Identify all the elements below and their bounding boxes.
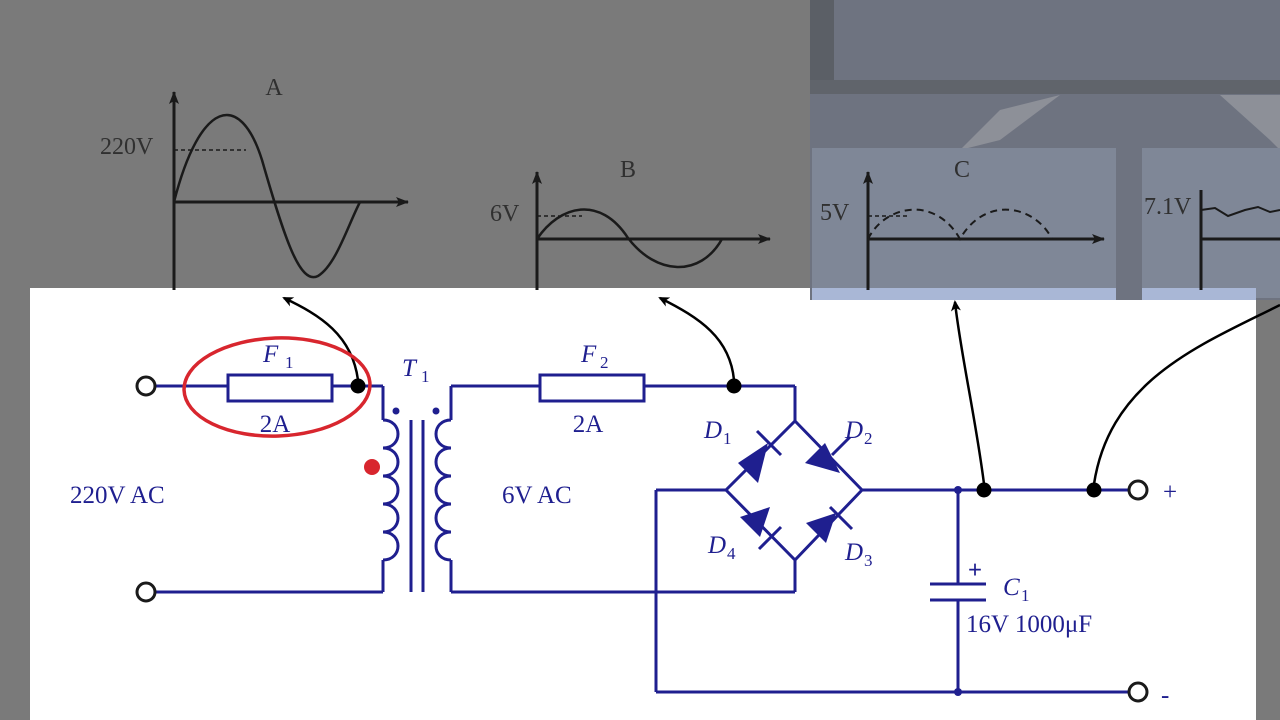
waveform-b-title: B bbox=[620, 157, 636, 183]
fuse-f2-label: F bbox=[580, 341, 597, 368]
diode-d3-label: D bbox=[844, 539, 863, 566]
transformer-primary-coil bbox=[382, 418, 400, 562]
waveform-a-sine bbox=[172, 113, 362, 279]
diode-d1-label: D bbox=[703, 417, 722, 444]
fuse-f2-rating: 2A bbox=[573, 411, 604, 438]
transformer-dot-primary bbox=[392, 407, 400, 415]
waveform-a: A 220V bbox=[100, 75, 409, 290]
transformer-secondary-coil bbox=[434, 418, 452, 562]
diode-d1 bbox=[738, 429, 783, 483]
transformer-dot-secondary bbox=[432, 407, 440, 415]
input-voltage-label: 220V AC bbox=[70, 482, 165, 509]
panel-d-edge bbox=[1142, 288, 1256, 300]
bracket-shape bbox=[810, 0, 1280, 150]
probe-point-b bbox=[726, 378, 742, 394]
waveform-c: C 5V bbox=[820, 157, 1105, 290]
fuse-f1-subscript: 1 bbox=[285, 353, 294, 372]
leader-arrow-b bbox=[658, 296, 736, 381]
panel-c-edge bbox=[812, 288, 1116, 300]
diode-d2-subscript: 2 bbox=[864, 429, 873, 448]
waveform-b-sine bbox=[535, 208, 724, 269]
junction-dot bbox=[954, 486, 962, 494]
probe-point-c bbox=[976, 482, 992, 498]
waveform-a-level: 220V bbox=[100, 134, 154, 160]
waveform-d-level: 7.1V bbox=[1144, 194, 1192, 220]
diode-d3-subscript: 3 bbox=[864, 551, 873, 570]
waveform-d: 7.1V bbox=[1144, 190, 1280, 290]
diode-d1-subscript: 1 bbox=[723, 429, 732, 448]
circuit-wires bbox=[156, 384, 1128, 694]
leader-arrow-d bbox=[1092, 303, 1280, 485]
waveform-b-level: 6V bbox=[490, 201, 520, 227]
highlight-red-dot bbox=[364, 459, 380, 475]
output-plus-label: + bbox=[1163, 479, 1177, 506]
output-minus-label: - bbox=[1161, 682, 1169, 709]
leader-arrows bbox=[282, 296, 1280, 485]
waveform-d-ripple bbox=[1200, 205, 1280, 218]
capacitor-c1 bbox=[930, 582, 986, 602]
probe-point-a bbox=[350, 378, 366, 394]
input-terminal-bottom bbox=[135, 581, 157, 603]
fuse-f1-label: F bbox=[262, 341, 279, 368]
output-terminal-minus bbox=[1127, 681, 1149, 703]
highlight-ellipse-fuse bbox=[182, 336, 372, 438]
fuse-f2 bbox=[538, 373, 646, 403]
diode-d3 bbox=[806, 505, 854, 543]
diode-d2 bbox=[805, 435, 852, 473]
panel-c-bg bbox=[812, 148, 1116, 298]
output-terminal-plus bbox=[1127, 479, 1149, 501]
capacitor-polarity: + bbox=[968, 557, 982, 584]
diode-d2-label: D bbox=[844, 417, 863, 444]
diode-d4-subscript: 4 bbox=[727, 544, 736, 563]
waveform-c-title: C bbox=[954, 157, 970, 183]
junction-dot bbox=[954, 688, 962, 696]
waveform-b: B 6V bbox=[490, 157, 771, 290]
fuse-f1-rating: 2A bbox=[260, 411, 291, 438]
fuse-f1 bbox=[226, 373, 334, 403]
waveform-c-rectified bbox=[867, 208, 1053, 242]
probe-point-d bbox=[1086, 482, 1102, 498]
transformer-label: T bbox=[402, 355, 418, 382]
leader-arrow-a bbox=[282, 296, 360, 381]
waveform-c-level: 5V bbox=[820, 200, 850, 226]
diode-bridge bbox=[723, 418, 865, 563]
secondary-voltage-label: 6V AC bbox=[502, 482, 572, 509]
fuse-f2-subscript: 2 bbox=[600, 353, 609, 372]
diode-d4-label: D bbox=[707, 532, 726, 559]
leader-arrow-c bbox=[950, 300, 986, 485]
capacitor-value: 16V 1000μF bbox=[966, 611, 1092, 638]
waveform-a-title: A bbox=[265, 75, 283, 101]
capacitor-subscript: 1 bbox=[1021, 586, 1030, 605]
diode-d4 bbox=[740, 507, 783, 551]
input-terminal-top bbox=[135, 375, 157, 397]
circuit-panel bbox=[30, 288, 1256, 720]
transformer-subscript: 1 bbox=[421, 367, 430, 386]
panel-d-bg bbox=[1142, 148, 1280, 298]
capacitor-label: C bbox=[1003, 574, 1020, 601]
transformer-t1 bbox=[382, 418, 452, 592]
